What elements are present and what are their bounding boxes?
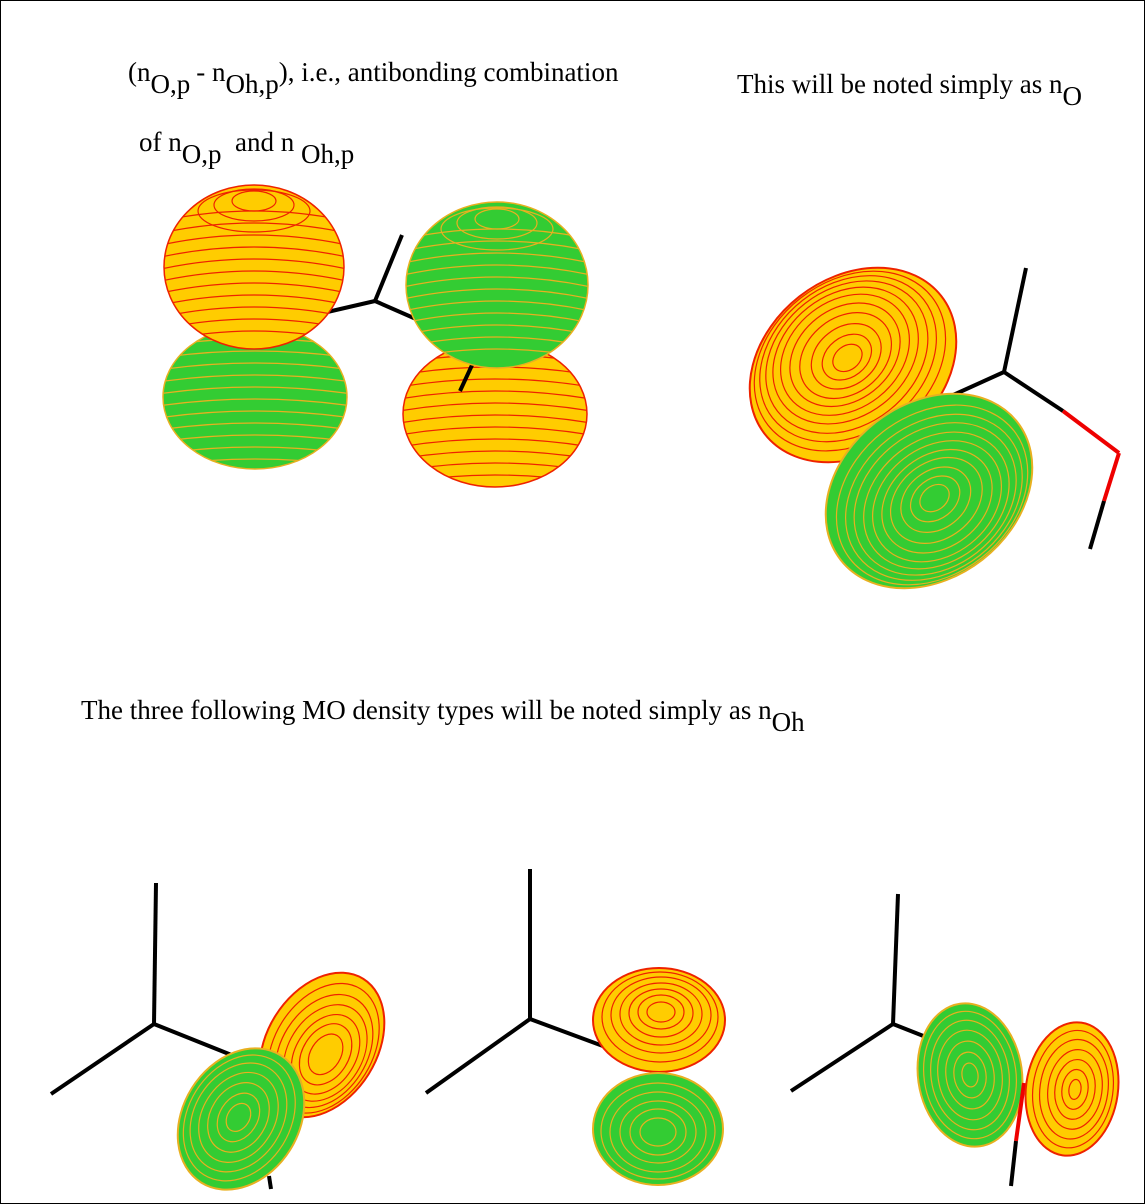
- caption-antibonding-line1: (nO,p- nOh,p), i.e., antibonding combina…: [128, 57, 619, 99]
- antibonding-p-orbitals: [162, 184, 589, 488]
- caption-noted-as-nO: This will be noted simply as nO: [737, 69, 1082, 111]
- caption-antibonding-line2: of nO,p and n Oh,p: [139, 127, 355, 169]
- nOh-orbital-2: [424, 869, 726, 1186]
- lobe-right-upper-negative: [405, 201, 589, 369]
- caption-noted-as-nOh: The three following MO density types wil…: [81, 695, 805, 737]
- nOh-orbital-3: [789, 893, 1120, 1187]
- nO-orbital: [748, 266, 1121, 590]
- lobe-left-upper-positive: [163, 184, 345, 350]
- nOh-orbital-1: [49, 882, 386, 1191]
